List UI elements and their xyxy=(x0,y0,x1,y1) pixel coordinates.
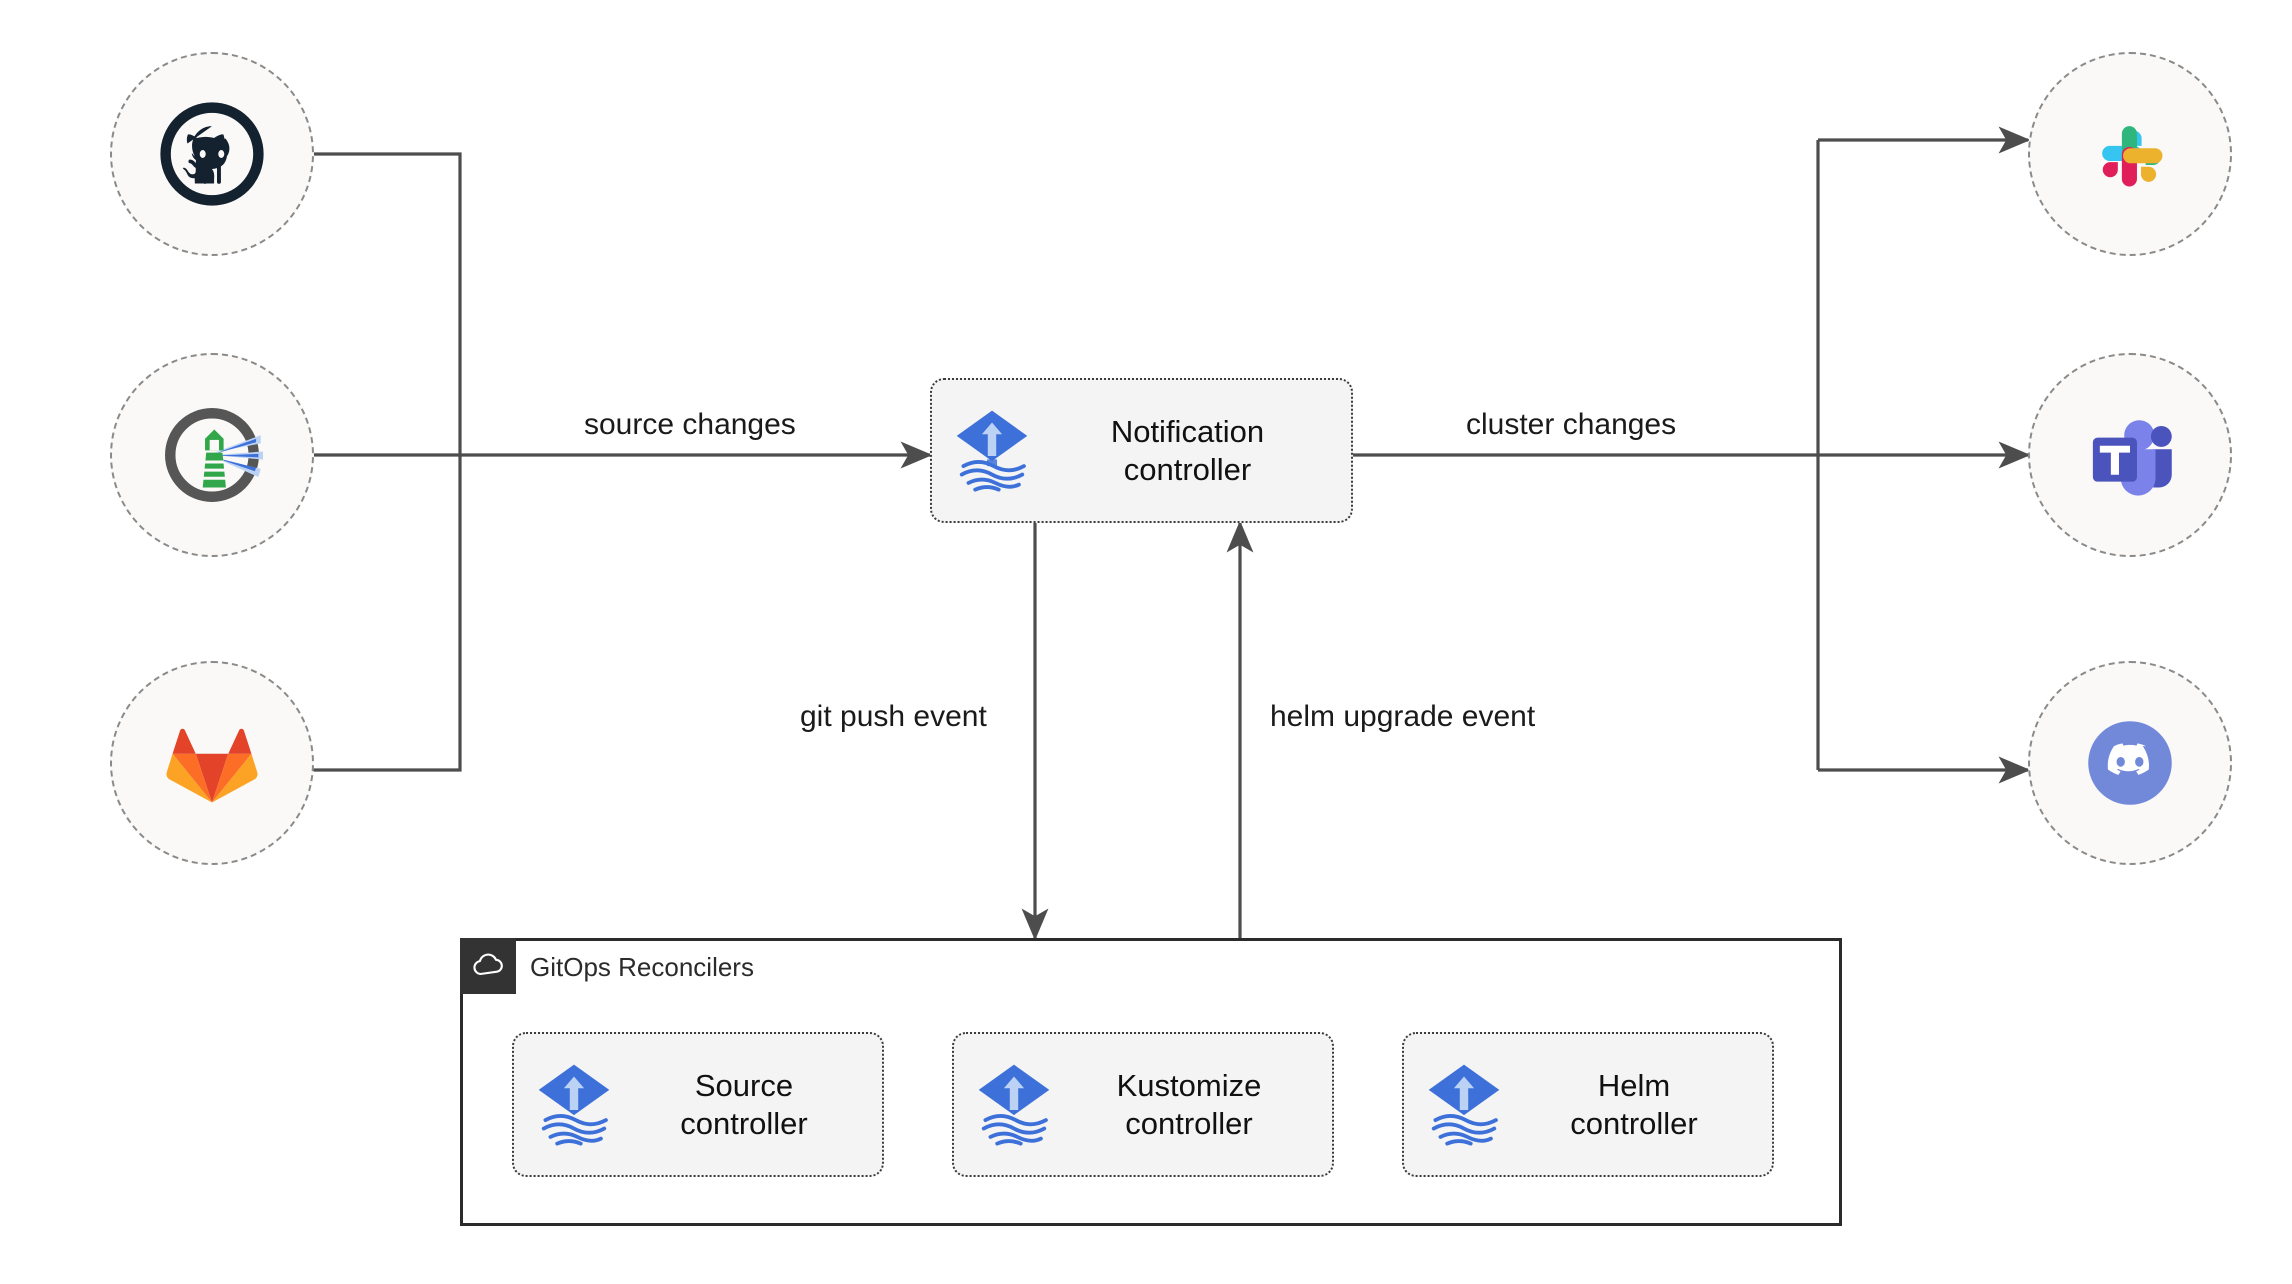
slack-icon xyxy=(2102,126,2163,187)
helm-controller-box[interactable]: Helm controller xyxy=(1402,1032,1774,1177)
cloud-icon xyxy=(473,953,503,976)
gitlab-icon xyxy=(166,728,258,803)
destination-node-slack[interactable] xyxy=(2028,52,2232,256)
edge-label-git-push-event: git push event xyxy=(800,700,987,733)
flux-logo-icon xyxy=(978,1064,1050,1146)
helm-controller-label: Helm controller xyxy=(1570,1067,1698,1141)
edge-label-cluster-changes: cluster changes xyxy=(1466,408,1677,441)
source-controller-box[interactable]: Source controller xyxy=(512,1032,884,1177)
flux-lighthouse-icon xyxy=(165,408,264,502)
destination-node-teams[interactable] xyxy=(2028,353,2232,557)
flux-logo-icon xyxy=(538,1064,610,1146)
notification-controller-box[interactable]: Notification controller xyxy=(930,378,1353,523)
edge-sources-trunk xyxy=(247,152,462,772)
source-controller-label: Source controller xyxy=(680,1067,808,1141)
gitops-reconcilers-title: GitOps Reconcilers xyxy=(530,952,754,982)
gitops-reconcilers-tab xyxy=(460,938,516,994)
edge-label-helm-upgrade-event: helm upgrade event xyxy=(1270,700,1536,733)
discord-icon xyxy=(2088,721,2172,805)
notification-controller-label: Notification controller xyxy=(1110,413,1265,487)
source-node-github[interactable] xyxy=(110,52,314,256)
edge-label-source-changes: source changes xyxy=(584,408,796,441)
destination-node-discord[interactable] xyxy=(2028,661,2232,865)
kustomize-controller-box[interactable]: Kustomize controller xyxy=(952,1032,1334,1177)
github-icon xyxy=(160,102,264,206)
source-node-gitlab[interactable] xyxy=(110,661,314,865)
flux-logo-icon xyxy=(1428,1064,1500,1146)
flux-logo-icon xyxy=(956,410,1028,492)
kustomize-controller-label: Kustomize controller xyxy=(1116,1067,1262,1141)
source-node-flux[interactable] xyxy=(110,353,314,557)
microsoft-teams-icon xyxy=(2092,420,2172,496)
